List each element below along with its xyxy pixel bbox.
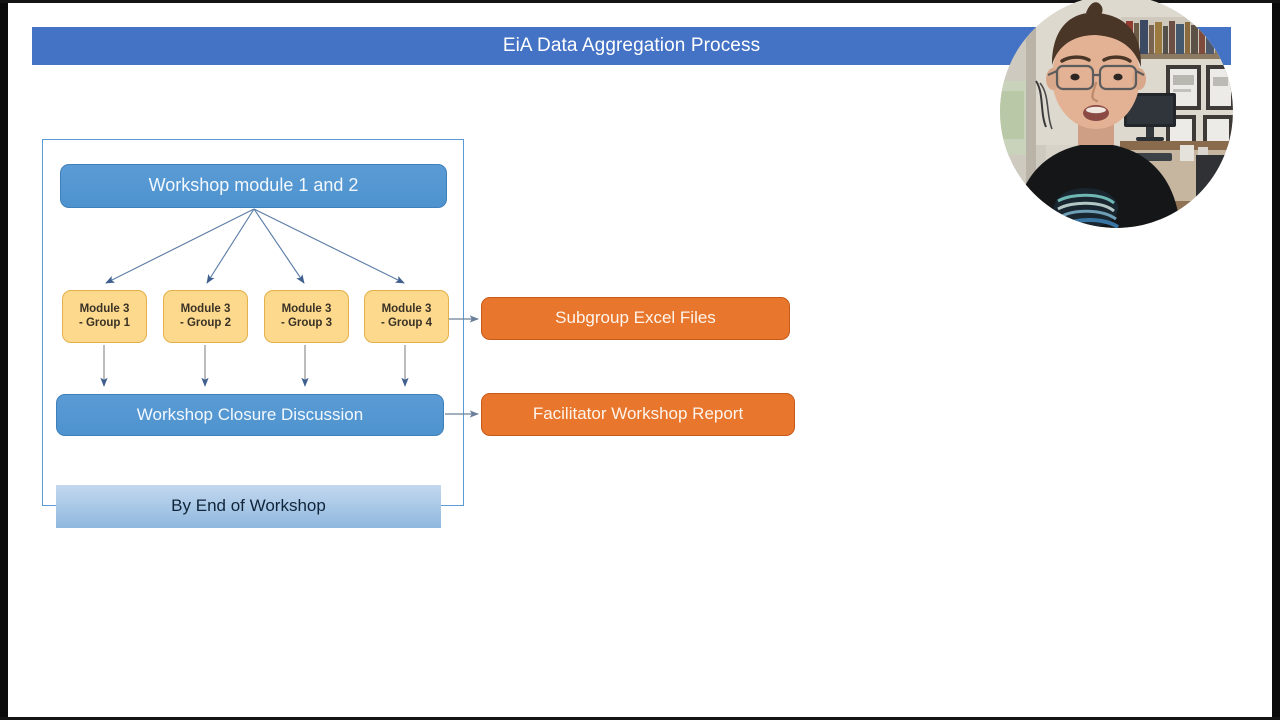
- node-label: Module 3 - Group 3: [281, 303, 332, 330]
- node-label-line2: - Group 1: [78, 316, 131, 329]
- node-label-line2: - Group 4: [380, 316, 433, 329]
- node-module3-group4[interactable]: Module 3 - Group 4: [364, 290, 449, 343]
- node-workshop-module-1-and-2[interactable]: Workshop module 1 and 2: [60, 164, 447, 208]
- node-label: Module 3 - Group 1: [79, 303, 130, 330]
- frame-edge-top: [0, 0, 1280, 3]
- node-label-line1: Module 3: [381, 302, 432, 315]
- webcam-video: [1000, 0, 1233, 228]
- frame-edge-left: [0, 0, 8, 720]
- presenter-webcam[interactable]: [1000, 0, 1233, 228]
- page-title: EiA Data Aggregation Process: [502, 35, 761, 56]
- node-label: Workshop module 1 and 2: [148, 175, 359, 196]
- frame-edge-right: [1272, 0, 1280, 720]
- node-workshop-closure-discussion[interactable]: Workshop Closure Discussion: [56, 394, 444, 436]
- node-module3-group3[interactable]: Module 3 - Group 3: [264, 290, 349, 343]
- node-label-line2: - Group 3: [280, 316, 333, 329]
- node-label: Module 3 - Group 4: [381, 303, 432, 330]
- node-label-line2: - Group 2: [179, 316, 232, 329]
- node-module3-group1[interactable]: Module 3 - Group 1: [62, 290, 147, 343]
- frame-edge-bottom: [0, 717, 1280, 720]
- node-subgroup-excel-files[interactable]: Subgroup Excel Files: [481, 297, 790, 340]
- node-by-end-of-workshop[interactable]: By End of Workshop: [56, 485, 441, 528]
- node-facilitator-workshop-report[interactable]: Facilitator Workshop Report: [481, 393, 795, 436]
- node-label-line1: Module 3: [180, 302, 231, 315]
- node-label: Module 3 - Group 2: [180, 303, 231, 330]
- node-label: Workshop Closure Discussion: [136, 404, 364, 424]
- node-label: Subgroup Excel Files: [555, 308, 716, 328]
- node-label: By End of Workshop: [171, 496, 326, 516]
- node-label: Facilitator Workshop Report: [532, 404, 744, 424]
- node-label-line1: Module 3: [79, 302, 130, 315]
- node-label-line1: Module 3: [281, 302, 332, 315]
- node-module3-group2[interactable]: Module 3 - Group 2: [163, 290, 248, 343]
